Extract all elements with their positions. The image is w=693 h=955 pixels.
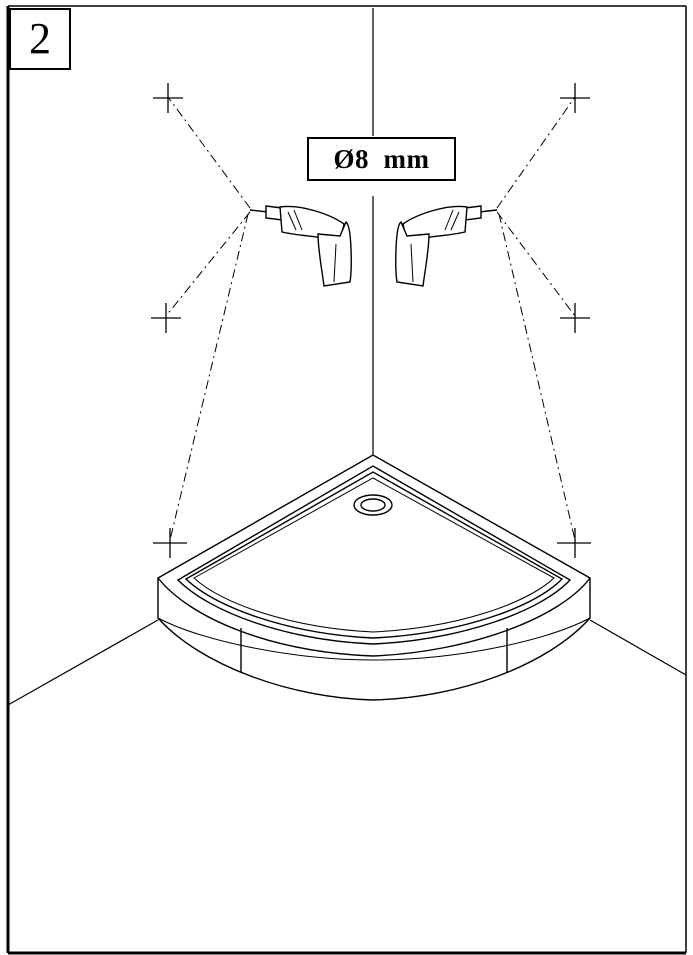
- drill-mark-icon: [151, 83, 591, 558]
- drill-diameter-label: Ø8 mm: [307, 137, 456, 181]
- step-number: 2: [9, 8, 71, 70]
- drill-left-icon: [249, 205, 352, 287]
- drill-right-icon: [395, 205, 498, 287]
- room-corner: [7, 8, 687, 706]
- drill-guide-lines: [165, 96, 576, 541]
- shower-tray-icon: [156, 454, 592, 701]
- panel-frame: [6, 5, 687, 955]
